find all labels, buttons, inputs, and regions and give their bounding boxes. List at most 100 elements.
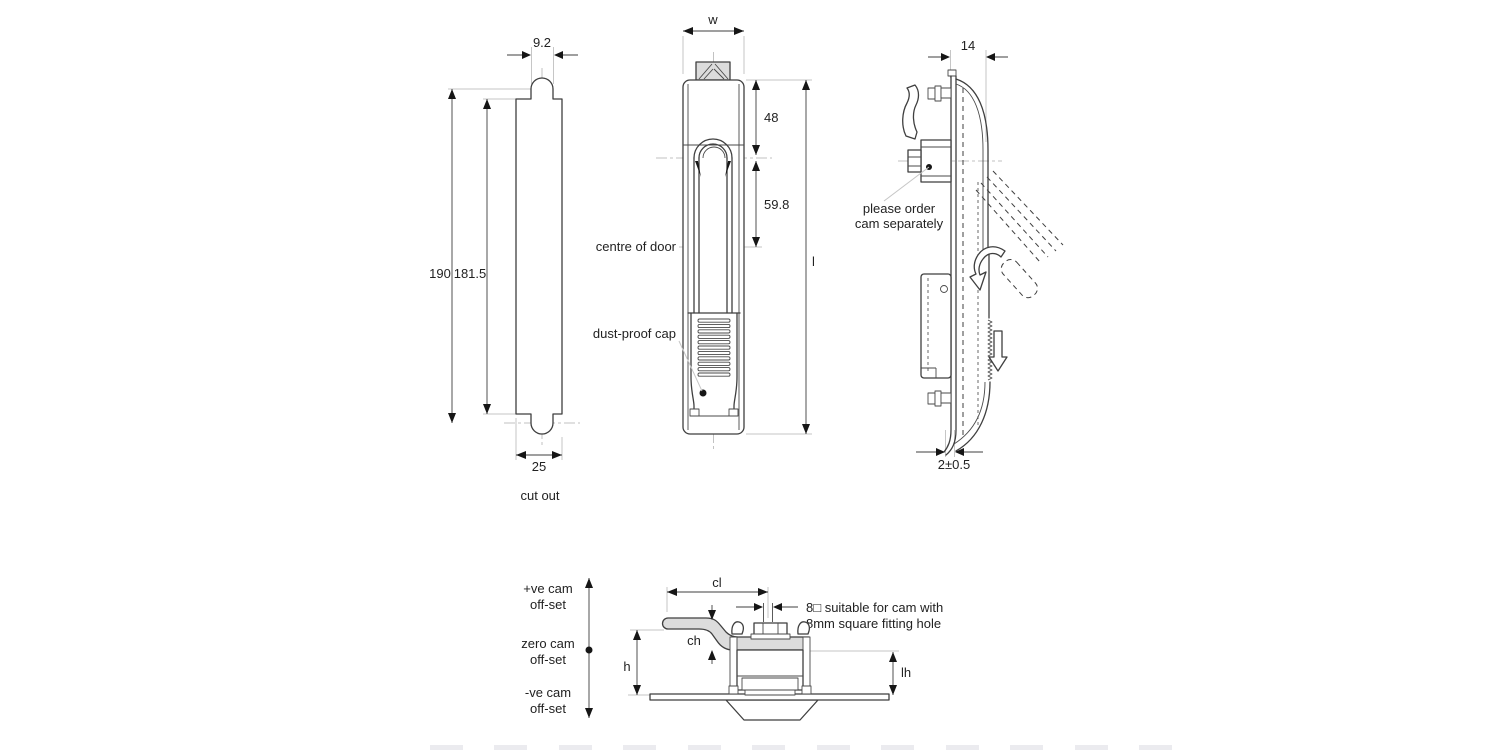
arrow: [889, 652, 897, 662]
arrow: [773, 603, 782, 611]
arrow: [986, 53, 995, 61]
arrow: [752, 145, 760, 155]
dim-label-l: l: [812, 254, 815, 269]
hex-nut: [907, 149, 922, 173]
arrow: [708, 650, 716, 660]
cam-note-leader: [883, 166, 930, 202]
cap-side-serration: [987, 319, 993, 381]
dim-label-w: w: [707, 12, 718, 27]
dust-proof-cap-ribs: [697, 318, 731, 377]
arrow: [754, 603, 763, 611]
cap-foot-left: [689, 408, 700, 417]
spring-clip-left: [731, 621, 745, 635]
body-wall-lines: [687, 84, 740, 430]
arrow: [483, 99, 491, 109]
arrow: [752, 80, 760, 90]
handle-arch: [698, 143, 728, 159]
arrow: [483, 404, 491, 414]
latch-body-outline: [682, 79, 745, 435]
dust-proof-cap-label: dust-proof cap: [593, 326, 676, 341]
arrow: [802, 424, 810, 434]
top-screw: [927, 85, 952, 102]
mounting-block-hole: [940, 285, 948, 293]
body-flange-left: [729, 636, 738, 694]
square-note-line2: 8mm square fitting hole: [806, 616, 941, 631]
mounting-block-step: [921, 367, 937, 378]
square-shaft-lines: [763, 603, 773, 622]
lower-screw: [927, 390, 952, 407]
cap-right-edge: [733, 312, 738, 410]
cutout-outline: [515, 77, 563, 435]
latch-tongue: [695, 61, 731, 81]
door-plate-back: [945, 75, 957, 456]
dim-label-181-5: 181.5: [454, 266, 487, 281]
arrow: [516, 451, 526, 459]
handle-open-position: [975, 170, 1064, 299]
arrow: [758, 588, 768, 596]
pos-cam-offset-line2: off-set: [530, 597, 566, 612]
arrow: [802, 80, 810, 90]
arrow: [955, 448, 964, 456]
body-foot-right: [801, 685, 812, 695]
dim-label-190: 190: [429, 266, 451, 281]
centre-of-door-label: centre of door: [596, 239, 677, 254]
arrow: [585, 708, 593, 718]
dust-proof-cap-leader: [678, 340, 703, 392]
dim-label-59-8: 59.8: [764, 197, 789, 212]
dim-label-h: h: [623, 659, 630, 674]
plate-top-cap: [947, 69, 957, 77]
arrow: [683, 27, 693, 35]
handle-profile-inner: [955, 83, 984, 250]
front-view: w 48 59.8 l centre of door dust-proof ca…: [593, 12, 815, 452]
arrow: [752, 237, 760, 247]
cutout-caption: cut out: [520, 488, 559, 503]
zero-cam-offset-line1: zero cam: [521, 636, 574, 651]
handle-tip-outer: [955, 381, 991, 452]
shaft-washer: [750, 633, 791, 640]
cap-side-step: [982, 251, 990, 319]
dim-label-cl: cl: [712, 575, 722, 590]
arrow: [633, 630, 641, 640]
handle-spring-left: [695, 161, 701, 177]
handle-spring-right: [725, 161, 731, 177]
arrow: [941, 53, 950, 61]
spring-clip-right: [797, 621, 811, 635]
arrow: [554, 51, 563, 59]
dim-label-ch: ch: [687, 633, 701, 648]
cap-leader-dot: [699, 389, 707, 397]
body-flange-right: [802, 636, 811, 694]
handle-tip-inner: [953, 381, 986, 445]
latch-tongue-hatch: [698, 63, 729, 80]
lock-housing-lines: [921, 146, 951, 177]
hex-nut-facets: [908, 156, 921, 167]
arrow: [936, 448, 945, 456]
arrow: [522, 51, 531, 59]
arrow: [448, 413, 456, 423]
down-arrow-icon: [988, 330, 1008, 372]
cam-lever: [902, 84, 920, 140]
handle-hump: [725, 699, 819, 721]
body-foot-left: [728, 685, 739, 695]
arrow: [633, 685, 641, 695]
dim-label-9-2: 9.2: [533, 35, 551, 50]
arrow: [752, 161, 760, 171]
arrow: [448, 89, 456, 99]
table-edge-hint: [430, 745, 1172, 750]
neg-cam-offset-line1: -ve cam: [525, 685, 571, 700]
door-plate-front: [943, 75, 952, 453]
zero-offset-dot: [585, 646, 593, 654]
arrow: [708, 610, 716, 620]
cam-open-position: [1000, 259, 1038, 299]
order-cam-note-line2: cam separately: [855, 216, 944, 231]
cam-section-view: +ve cam off-set zero cam off-set -ve cam…: [521, 575, 943, 721]
handle-sides: [698, 157, 728, 314]
dim-label-14: 14: [961, 38, 975, 53]
order-cam-note-line1: please order: [863, 201, 936, 216]
neg-cam-offset-line2: off-set: [530, 701, 566, 716]
square-note-line1: 8□ suitable for cam with: [806, 600, 943, 615]
arrow: [552, 451, 562, 459]
arrow: [585, 578, 593, 588]
arrow: [667, 588, 677, 596]
